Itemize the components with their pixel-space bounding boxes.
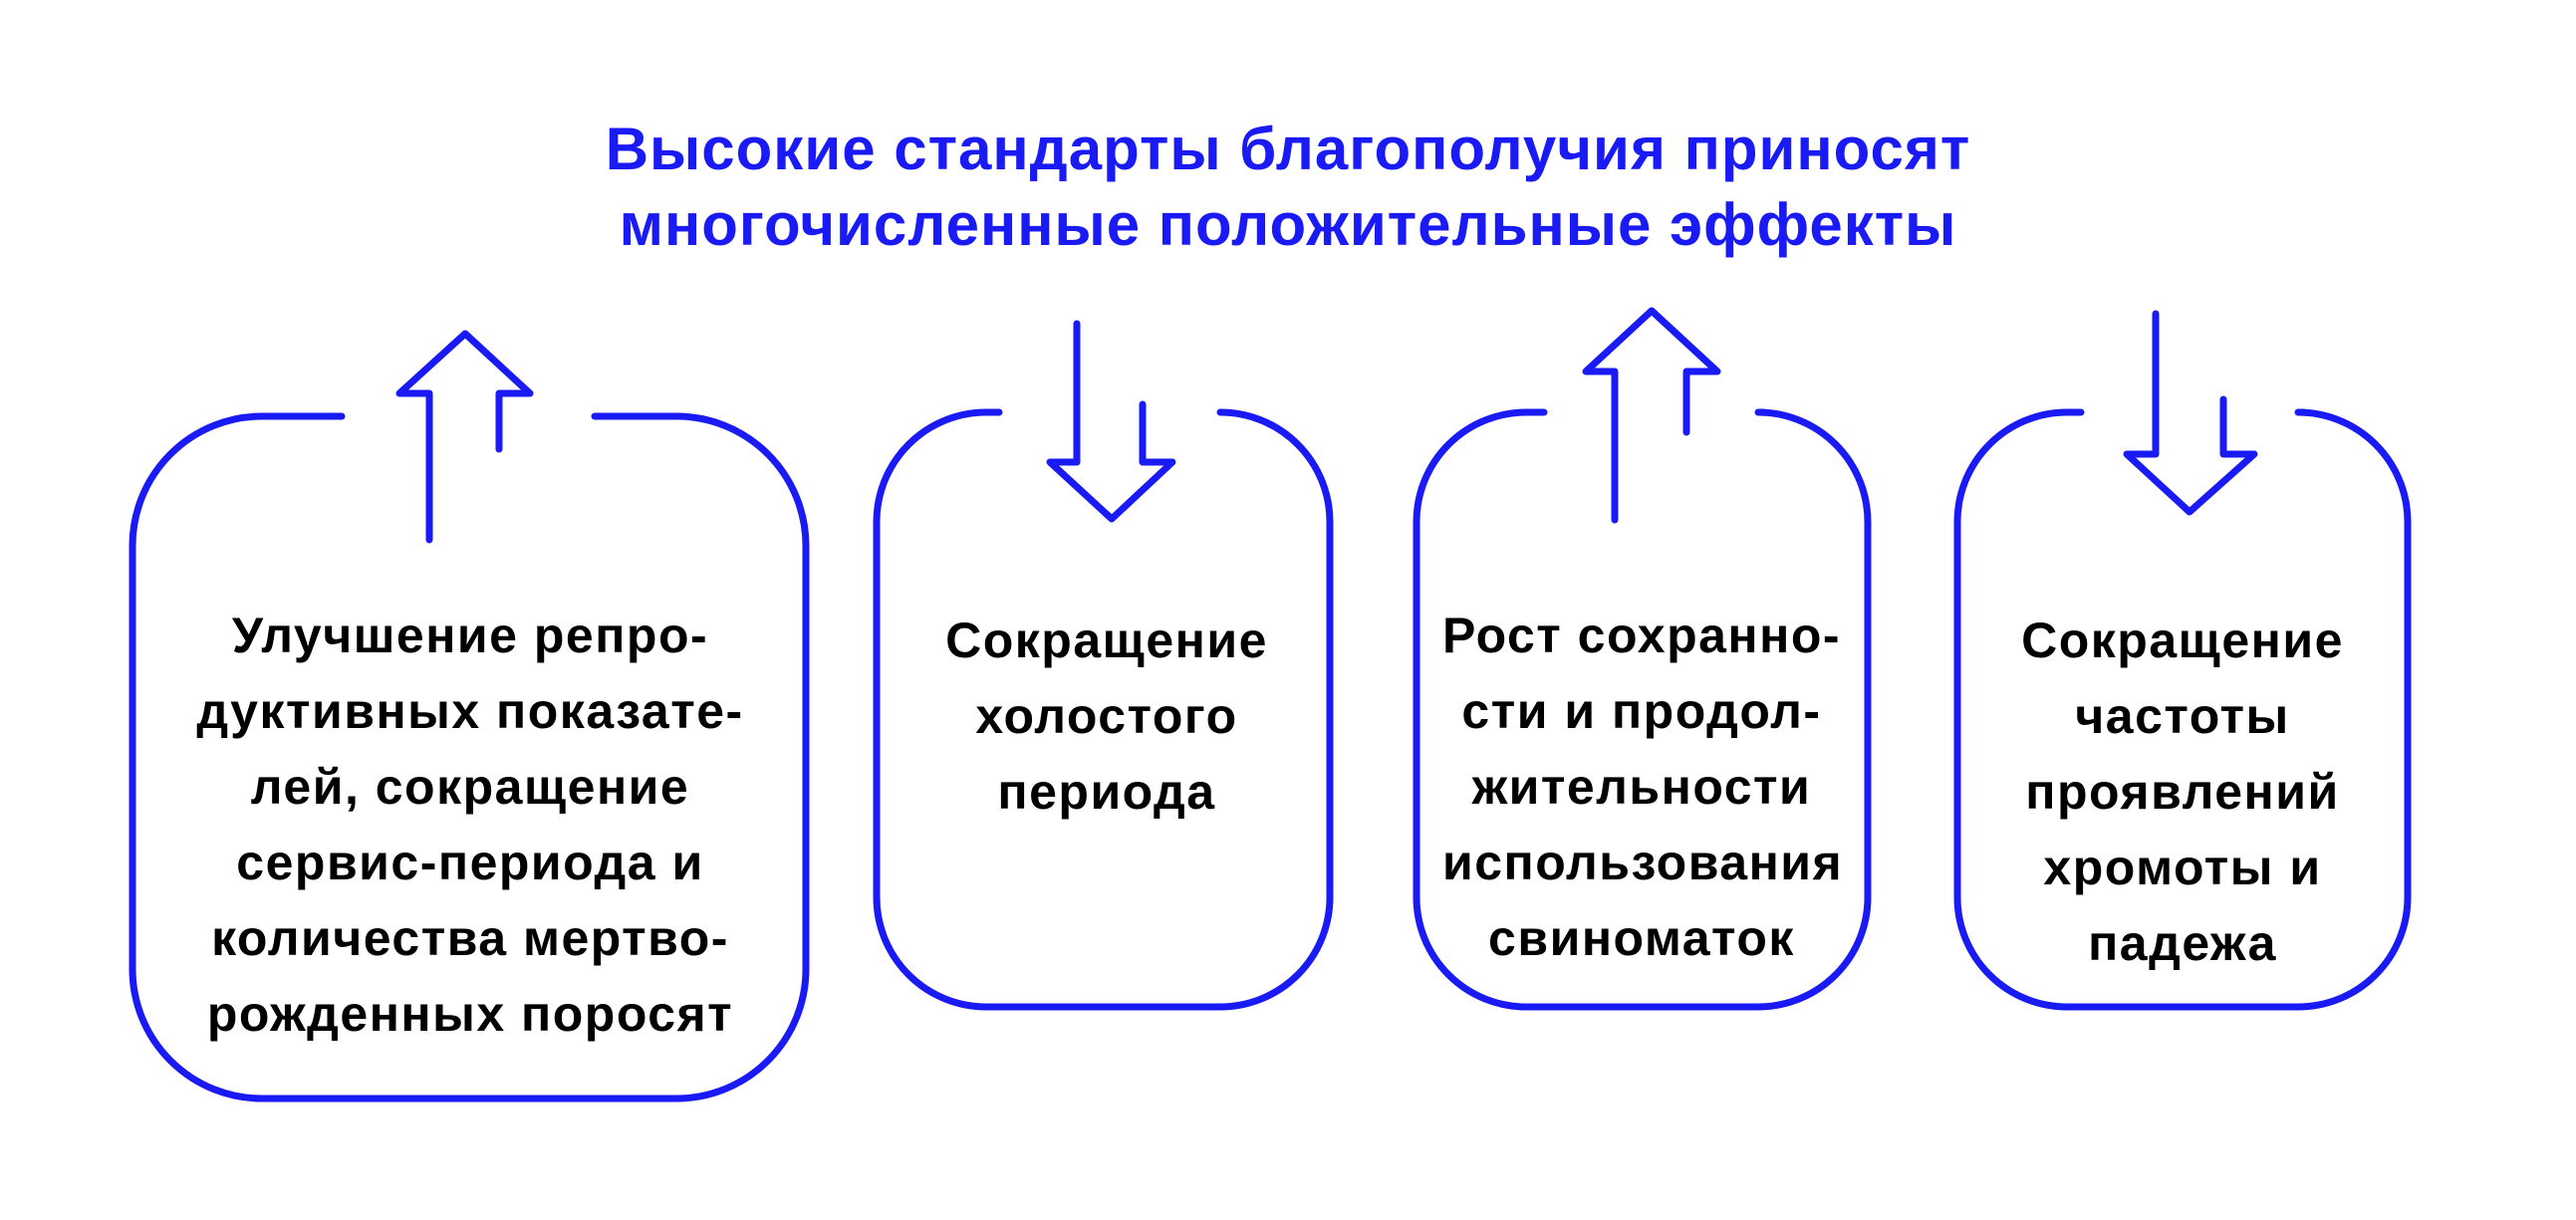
effect-text-4: Сокращение частоты проявлений хромоты и … <box>1983 603 2382 981</box>
text-line: периода <box>997 764 1216 820</box>
effect-box-1 <box>129 412 810 1102</box>
text-line: частоты <box>2075 688 2290 744</box>
title-line: Высокие стандарты благополучия приносят <box>605 116 1971 182</box>
text-line: Рост сохранно- <box>1442 608 1842 663</box>
text-line: рожденных поросят <box>206 986 734 1042</box>
text-line: сти и продол- <box>1461 683 1822 739</box>
text-line: дуктивных показате- <box>196 683 744 739</box>
arrow-down-icon <box>1046 320 1176 523</box>
title-line: многочисленные положительные эффекты <box>619 191 1957 258</box>
arrow-up-icon <box>395 330 534 544</box>
text-line: Сокращение <box>945 612 1268 668</box>
effect-box-2 <box>873 408 1334 1011</box>
diagram-title: Высокие стандарты благополучия приносят … <box>0 112 2576 263</box>
text-line: Сокращение <box>2021 612 2344 668</box>
text-line: жительности <box>1471 759 1812 815</box>
text-line: сервис-периода и <box>236 835 704 890</box>
effect-text-2: Сокращение холостого периода <box>907 603 1306 830</box>
text-line: количества мертво- <box>211 910 729 966</box>
text-line: хромоты и <box>2043 840 2322 895</box>
text-line: лей, сокращение <box>250 759 690 815</box>
text-line: холостого <box>975 688 1238 744</box>
text-line: использования <box>1442 835 1844 890</box>
text-line: свиноматок <box>1488 910 1795 966</box>
text-line: падежа <box>2088 915 2277 971</box>
arrow-up-icon <box>1582 307 1721 524</box>
text-line: Улучшение репро- <box>231 608 709 663</box>
text-line: проявлений <box>2025 764 2340 820</box>
effect-box-4 <box>1953 408 2412 1011</box>
arrow-down-icon <box>2123 310 2258 516</box>
effect-box-3 <box>1413 408 1872 1011</box>
effect-text-3: Рост сохранно- сти и продол- жительности… <box>1442 598 1844 976</box>
effect-text-1: Улучшение репро- дуктивных показате- лей… <box>171 598 769 1052</box>
